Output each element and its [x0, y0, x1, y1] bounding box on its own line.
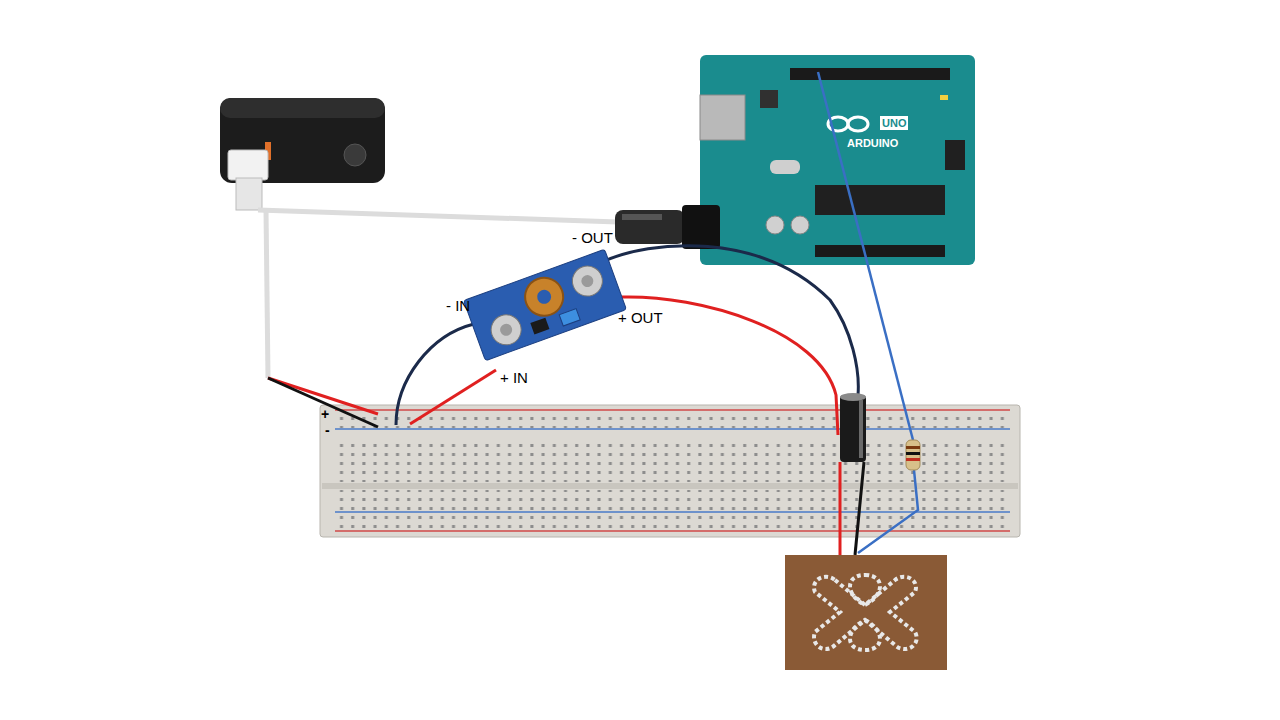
capacitor — [487, 311, 525, 349]
trimmer — [559, 309, 580, 326]
pin-header — [790, 68, 950, 80]
usb-socket — [700, 95, 745, 140]
blue-wire — [858, 470, 918, 553]
jack-highlight — [622, 214, 662, 220]
capacitor — [791, 216, 809, 234]
arduino-board — [695, 50, 977, 270]
capacitor-stripe — [859, 400, 863, 458]
photo-ground — [215, 95, 390, 185]
led-pattern — [850, 575, 880, 650]
usb-plug — [228, 150, 268, 180]
crystal — [770, 160, 800, 174]
capacitor-top — [580, 273, 595, 288]
logo — [848, 117, 868, 131]
pcb — [700, 55, 975, 265]
converter-pcb — [464, 249, 627, 360]
microcontroller — [815, 185, 945, 215]
board-marking: ARDUINO — [845, 136, 900, 150]
black-wire — [268, 378, 378, 427]
buck-converter — [464, 249, 627, 360]
usb-plug-boot — [236, 178, 262, 210]
black-wire — [855, 462, 864, 555]
center-groove — [322, 483, 1018, 489]
usb-cable — [266, 210, 268, 378]
icsp-header — [945, 140, 965, 170]
power-bank — [215, 95, 390, 210]
blue-wire — [818, 72, 913, 440]
power-bank-body — [220, 98, 385, 183]
red-wire — [410, 370, 496, 424]
pin-header — [815, 245, 945, 257]
pin-label: + OUT — [618, 310, 663, 327]
resistor-band — [906, 446, 920, 449]
resistor-band — [906, 452, 920, 455]
resistor-body — [906, 440, 920, 470]
capacitor-symbol — [840, 393, 866, 462]
capacitor — [568, 262, 606, 300]
usb-cable — [258, 210, 618, 222]
rail-line — [335, 530, 1010, 532]
barrel-jack — [615, 205, 720, 249]
capacitor-body — [840, 395, 866, 462]
led — [940, 95, 948, 100]
holes — [338, 513, 1008, 530]
capacitor-top — [498, 322, 513, 337]
inductor-core — [535, 288, 553, 306]
navy-wire — [602, 246, 858, 395]
jack-body — [615, 210, 685, 244]
rail-line — [335, 511, 1010, 513]
photo-ground — [695, 50, 977, 270]
pin-label: + — [321, 407, 329, 422]
capacitor — [766, 216, 784, 234]
holes — [338, 490, 1008, 510]
power-button — [344, 144, 366, 166]
led-pattern — [814, 577, 917, 649]
pin-label: + IN — [500, 370, 528, 387]
resistor-symbol — [906, 440, 920, 470]
chip — [530, 318, 549, 335]
pin-label: - IN — [446, 298, 470, 315]
red-wire — [839, 462, 842, 555]
rail-line — [335, 409, 1010, 411]
pin-label: - — [325, 423, 330, 438]
resistor-band — [906, 458, 920, 461]
board-marking: UNO — [880, 116, 908, 130]
led-board — [785, 555, 947, 670]
pin-label: - OUT — [572, 230, 613, 247]
power-bank-top — [220, 98, 385, 118]
perfboard — [785, 555, 947, 670]
capacitor-top — [840, 393, 866, 401]
jack-plug — [682, 205, 720, 249]
chip — [760, 90, 778, 108]
